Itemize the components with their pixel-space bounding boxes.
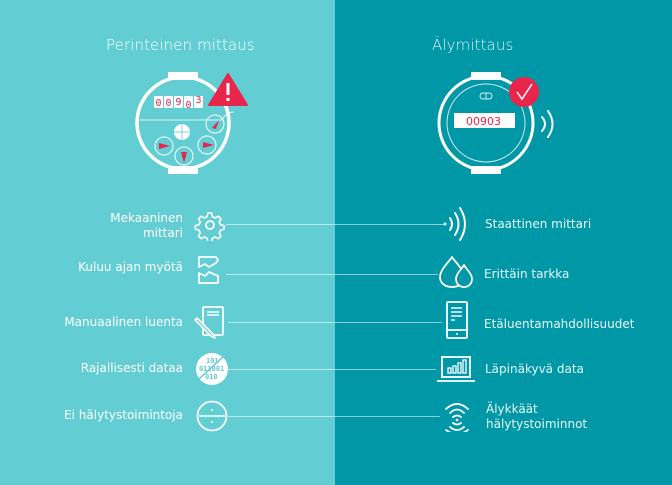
label-line: Älykkäät: [486, 402, 538, 416]
feature-label-transparent-data: Läpinäkyvä data: [485, 362, 584, 376]
feature-label-remote-reading: Etäluentamahdollisuudet: [484, 317, 635, 331]
gear-icon: [194, 212, 225, 241]
mobile-phone-icon: [446, 301, 468, 339]
feature-label-mechanical: Mekaaninen mittari: [110, 211, 183, 241]
laptop-chart-icon: [437, 356, 475, 382]
digital-reading: 00903: [466, 115, 501, 128]
label-line: mittari: [142, 226, 183, 240]
water-drops-icon: [439, 256, 473, 288]
feature-label-smart-alarms: Älykkäät hälytystoiminnot: [486, 402, 587, 432]
binary-text: 010: [205, 373, 218, 381]
checkmark-icon: [509, 77, 539, 107]
feature-label-no-alarms: Ei hälytystoimintoja: [64, 408, 183, 422]
feature-label-manual-reading: Manuaalinen luenta: [64, 315, 183, 329]
counter-digit: 3: [196, 95, 202, 106]
connector-line: [228, 369, 436, 370]
counter-digit: 0: [186, 100, 192, 111]
smart-meter-illustration: 00903: [437, 72, 554, 174]
signal-waves-icon: [443, 207, 466, 241]
binary-text: 011001: [199, 365, 224, 373]
label-line: Mekaaninen: [110, 211, 183, 225]
traditional-title: Perinteinen mittaus: [106, 36, 255, 54]
broken-box-icon: [198, 256, 219, 284]
feature-label-limited-data: Rajallisesti dataa: [80, 361, 183, 375]
warning-triangle-icon: [208, 73, 248, 106]
binary-text: 101: [206, 357, 219, 365]
connector-line: [226, 224, 446, 225]
connector-line: [226, 274, 438, 275]
feature-label-wear: Kuluu ajan myötä: [78, 260, 183, 274]
feature-label-static-meter: Staattinen mittari: [485, 217, 592, 231]
mechanical-counter: 0 0 9 0 3: [154, 95, 203, 111]
smart-title: Älymittaus: [432, 36, 514, 54]
feature-label-high-accuracy: Erittäin tarkka: [484, 267, 570, 281]
counter-digit: 9: [176, 97, 182, 108]
connector-line: [228, 322, 442, 323]
traditional-meter-illustration: 0 0 9 0 3: [135, 72, 248, 174]
counter-digit: 0: [166, 98, 172, 109]
connector-line: [228, 416, 440, 417]
no-alarm-icon: [196, 400, 228, 432]
notepad-pencil-icon: [194, 306, 224, 339]
signal-waves-icon: [541, 110, 554, 138]
digital-display: [454, 113, 515, 128]
wireless-alarm-icon: [445, 403, 469, 432]
binary-data-icon: 101 011001 010: [196, 353, 228, 385]
label-line: hälytystoiminnot: [486, 417, 588, 431]
counter-digit: 0: [156, 98, 162, 109]
